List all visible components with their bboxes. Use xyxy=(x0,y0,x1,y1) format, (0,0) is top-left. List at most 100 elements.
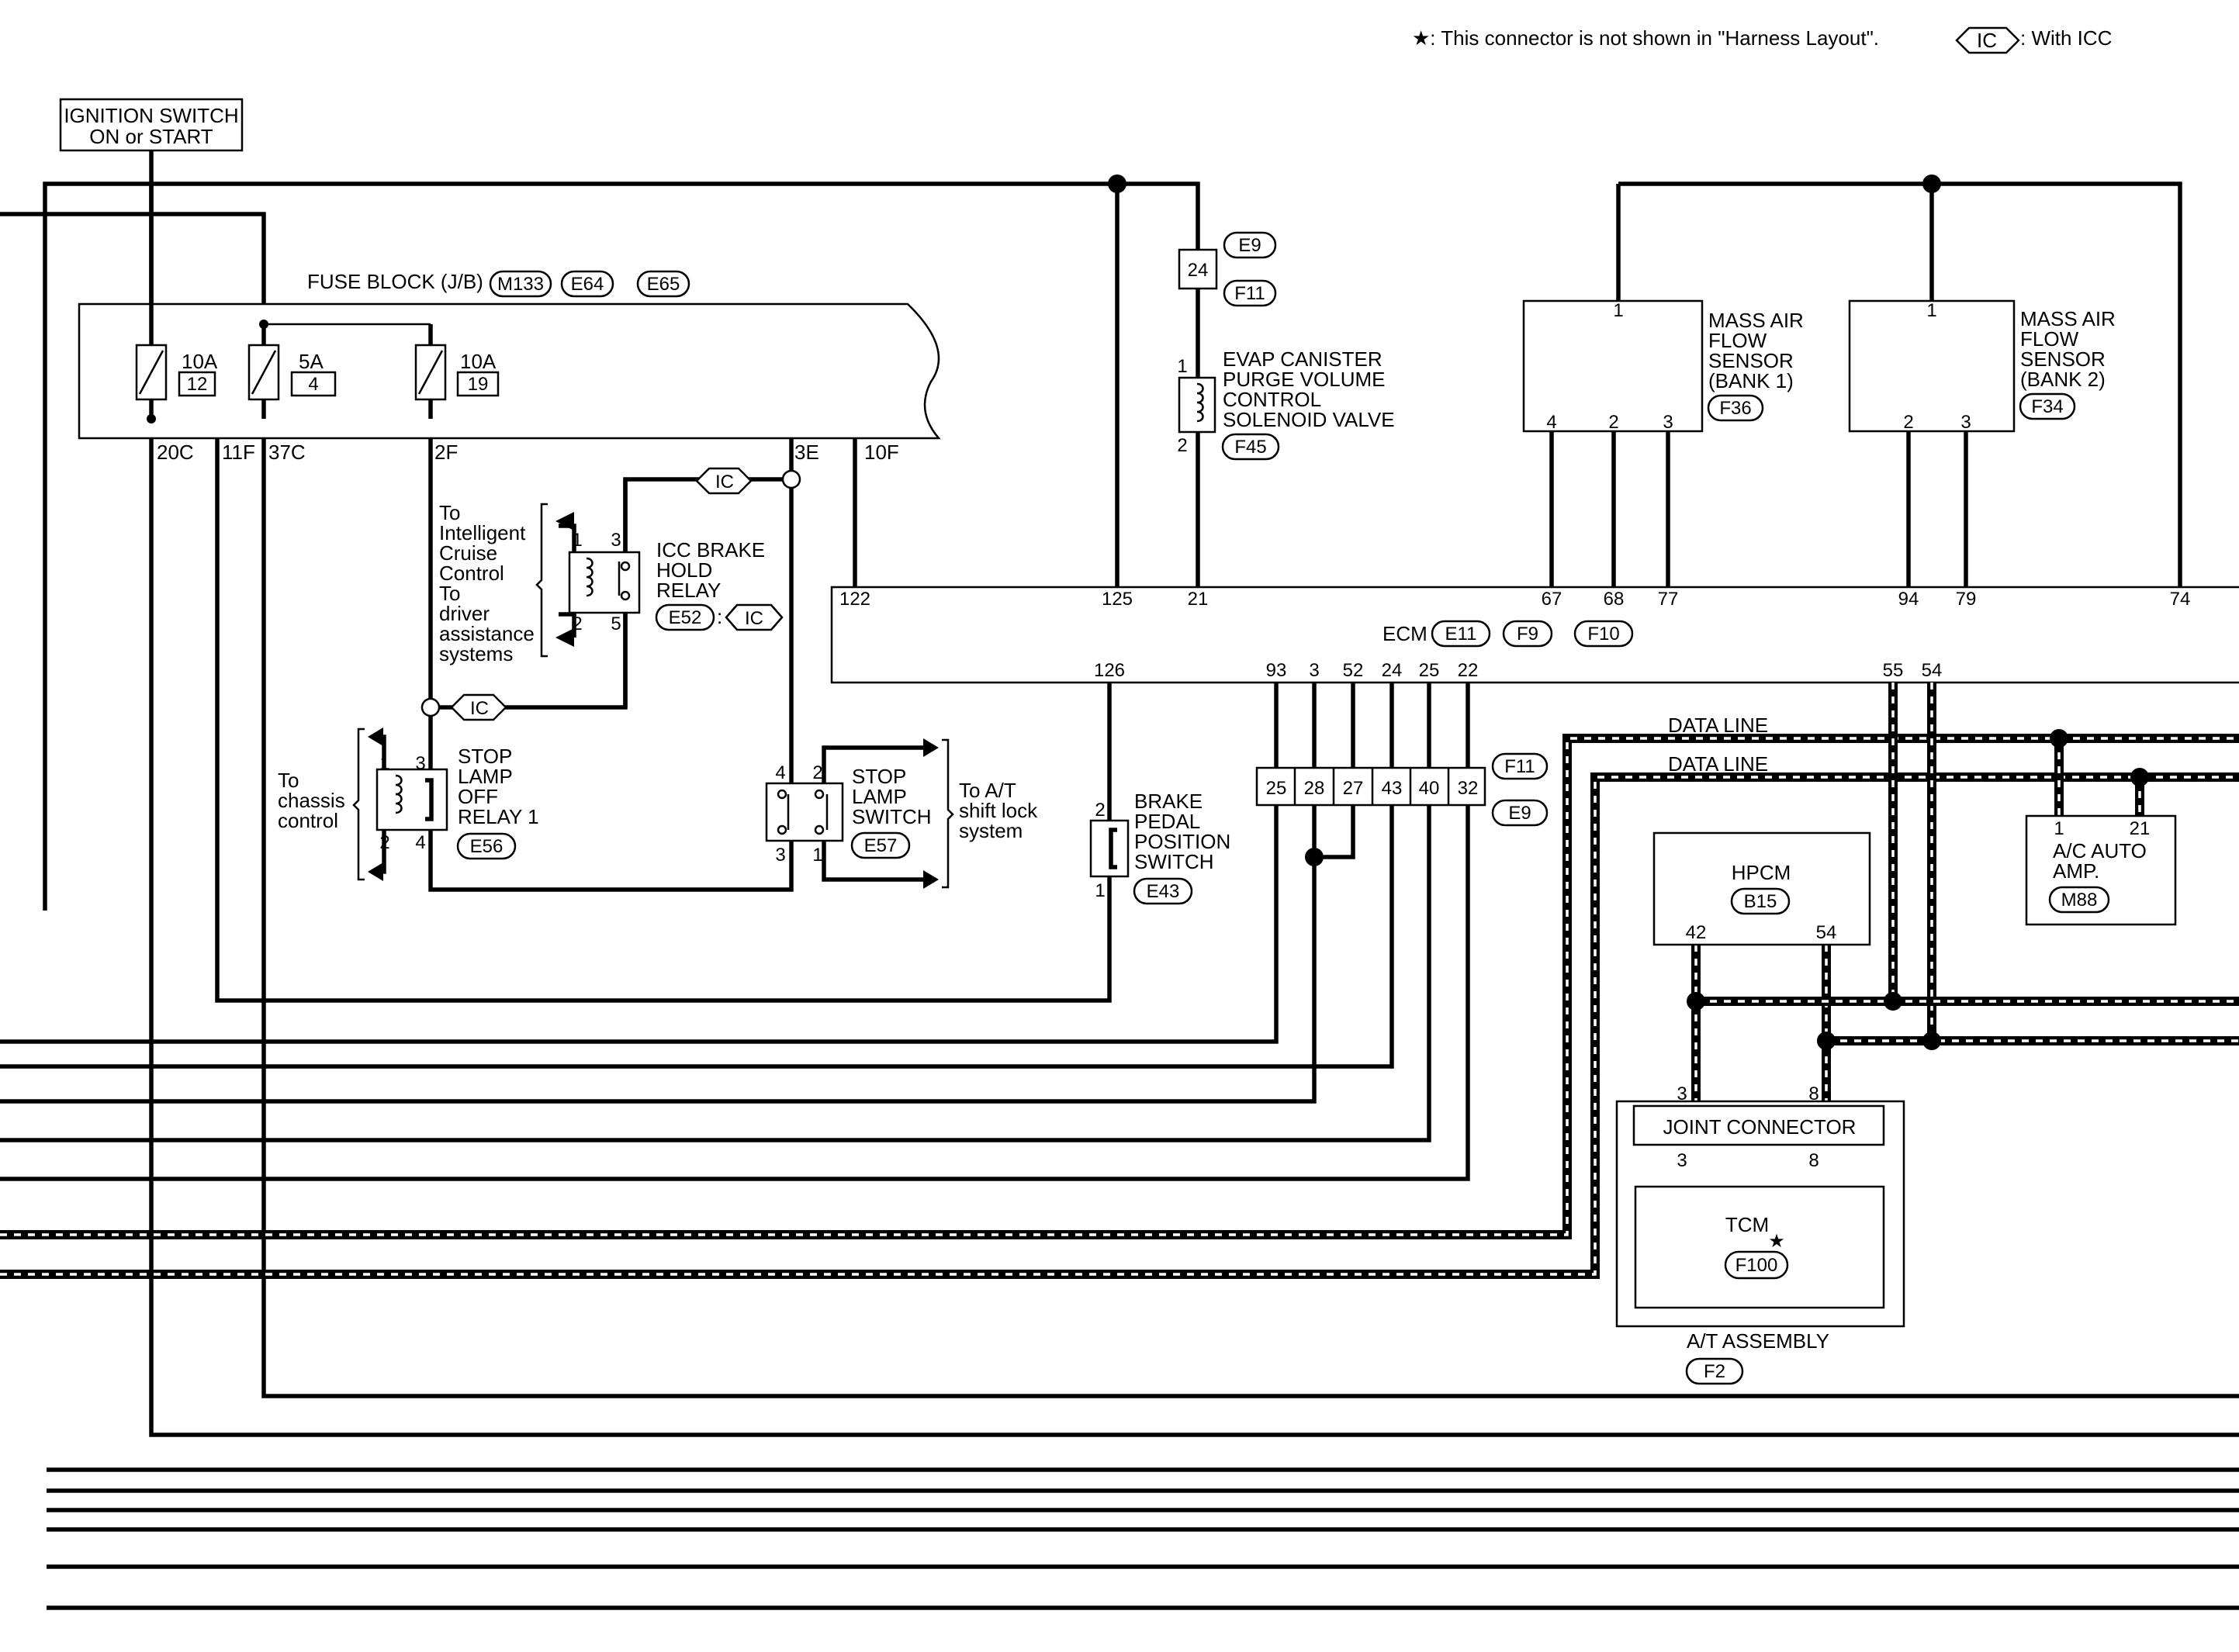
icc-relay-label-1: ICC BRAKE xyxy=(656,538,765,562)
maf1-pin-2: 2 xyxy=(1608,412,1618,433)
at-assembly-conn: F2 xyxy=(1704,1361,1725,1382)
ecm-pin-22: 22 xyxy=(1458,660,1479,681)
tcm-label: TCM xyxy=(1725,1213,1769,1236)
icc-relay-ic-tag xyxy=(725,603,784,631)
stop-relay-label-4: RELAY 1 xyxy=(458,805,539,828)
fuse-4: 5A 4 xyxy=(247,323,433,419)
icc-relay-conn: E52 xyxy=(669,607,702,628)
maf2-label-3: SENSOR xyxy=(2020,347,2106,371)
hpcm-pin-42: 42 xyxy=(1686,922,1707,943)
ecm-pin-126: 126 xyxy=(1094,660,1125,681)
connector-badge-m133 xyxy=(489,270,552,298)
joint-conn-f11: F11 xyxy=(1504,756,1535,777)
stop-switch-pin-1: 1 xyxy=(812,845,822,866)
data-line-label-2: DATA LINE xyxy=(1668,752,1768,776)
ic-tag-top: IC xyxy=(695,467,801,495)
legend-ic-note: : With ICC xyxy=(2020,26,2112,50)
bpps-pin-2: 2 xyxy=(1095,800,1105,821)
stop-relay-label-1: STOP xyxy=(458,745,512,768)
icc-relay-pin-3: 3 xyxy=(611,530,621,551)
terminal-10f: 10F xyxy=(864,441,899,464)
ecm-pin-21: 21 xyxy=(1188,589,1209,610)
fuse-block-title: FUSE BLOCK (J/B) M133 E64 E65 xyxy=(307,270,690,298)
tcm-star: ★ xyxy=(1768,1231,1785,1252)
icc-to-line-3: Cruise xyxy=(439,541,497,565)
icc-to-line-5: To xyxy=(439,582,460,605)
ecm-pin-94: 94 xyxy=(1898,589,1919,610)
ac-label-2: AMP. xyxy=(2053,859,2099,883)
connector-badge-e65 xyxy=(636,270,690,298)
stop-relay-label-3: OFF xyxy=(458,785,498,808)
icc-relay-pin-5: 5 xyxy=(611,613,621,634)
joint-pin-32: 32 xyxy=(1458,778,1479,799)
ecm-pin-24: 24 xyxy=(1382,660,1403,681)
evap-pin-1: 1 xyxy=(1177,356,1187,377)
icc-relay-pin-2: 2 xyxy=(572,613,582,634)
maf1-label-2: FLOW xyxy=(1708,329,1767,352)
ecm-pin-67: 67 xyxy=(1542,589,1562,610)
hpcm-module: HPCM B15 42 54 xyxy=(1652,831,1871,946)
ecm-conn-e11: E11 xyxy=(1445,624,1477,645)
joint-pin-40: 40 xyxy=(1419,778,1440,799)
terminal-20c: 20C xyxy=(157,441,194,464)
fuse-4-amp: 5A xyxy=(299,350,324,373)
maf2-label-4: (BANK 2) xyxy=(2020,368,2106,391)
bpps-label-1: BRAKE xyxy=(1134,790,1203,813)
icc-to-line-6: driver xyxy=(439,602,490,625)
data-line-1: DATA LINE xyxy=(0,714,2239,1239)
connector-label-m133: M133 xyxy=(497,274,544,295)
icc-to-line-1: To xyxy=(439,501,460,524)
hpcm-conn: B15 xyxy=(1744,891,1777,912)
hpcm-label: HPCM xyxy=(1732,861,1791,884)
ecm-pin-93: 93 xyxy=(1266,660,1287,681)
joint-bot-pin-3: 3 xyxy=(1677,1150,1687,1171)
stop-switch-conn: E57 xyxy=(864,835,898,856)
data-line-ecm-55-54 xyxy=(1888,683,1936,1041)
ecm-pin-25: 25 xyxy=(1419,660,1440,681)
stop-switch-label-1: STOP xyxy=(852,765,906,788)
ac-conn: M88 xyxy=(2061,890,2098,911)
stop-relay-pin-3: 3 xyxy=(415,753,425,774)
icc-relay-pin-1: 1 xyxy=(572,530,582,551)
fuse-12: 10A 12 xyxy=(135,184,218,419)
fuse-12-num: 12 xyxy=(187,374,208,395)
stop-switch-label-3: SWITCH xyxy=(852,805,932,828)
data-line-label-1: DATA LINE xyxy=(1668,714,1768,737)
joint-conn-e9: E9 xyxy=(1508,803,1531,824)
ignition-switch-box xyxy=(59,98,244,152)
terminal-2f: 2F xyxy=(434,441,458,464)
ac-pin-1: 1 xyxy=(2054,818,2064,839)
maf2-label-1: MASS AIR xyxy=(2020,307,2116,330)
legend-ic-text: IC xyxy=(1977,29,1997,52)
maf2-conn: F34 xyxy=(2031,396,2063,417)
maf1-label-4: (BANK 1) xyxy=(1708,369,1794,392)
maf1-pin-3: 3 xyxy=(1663,412,1673,433)
terminal-37c: 37C xyxy=(268,441,306,464)
stop-switch-to-3: system xyxy=(959,819,1023,842)
fuse-12-amp: 10A xyxy=(182,350,218,373)
ecm-pin-74: 74 xyxy=(2170,589,2191,610)
fuse-block-label: FUSE BLOCK (J/B) xyxy=(307,270,483,293)
ecm-pin-79: 79 xyxy=(1956,589,1977,610)
svg-text:IC: IC xyxy=(470,698,489,719)
maf1-conn: F36 xyxy=(1719,398,1751,419)
ecm-pin-122: 122 xyxy=(839,589,870,610)
evap-pin-24: 24 xyxy=(1188,260,1209,281)
maf1-label-1: MASS AIR xyxy=(1708,309,1804,332)
maf-sensor-bank1: 1 4 2 3 MASS AIR FLOW SENSOR (BANK 1) F3… xyxy=(1522,299,1804,433)
fuse-4-num: 4 xyxy=(308,374,318,395)
ecm-pin-52: 52 xyxy=(1343,660,1364,681)
ac-label-1: A/C AUTO xyxy=(2053,839,2147,862)
stop-switch-pin-4: 4 xyxy=(775,762,785,783)
icc-to-line-4: Control xyxy=(439,562,504,585)
stop-switch-label-2: LAMP xyxy=(852,785,907,808)
ecm-pin-125: 125 xyxy=(1102,589,1133,610)
joint-top-pin-3: 3 xyxy=(1677,1083,1687,1104)
svg-text::: : xyxy=(717,605,722,628)
at-assembly: JOINT CONNECTOR 3 8 3 8 TCM ★ F100 A/T A… xyxy=(1615,1083,1905,1385)
fuse-19-amp: 10A xyxy=(460,350,497,373)
stop-lamp-off-relay: 1 3 2 4 STOP LAMP OFF RELAY 1 E56 To cha… xyxy=(278,728,539,881)
stop-relay-pin-2: 2 xyxy=(379,832,389,853)
joint-top-pin-8: 8 xyxy=(1808,1083,1819,1104)
stop-relay-pin-1: 1 xyxy=(379,753,389,774)
